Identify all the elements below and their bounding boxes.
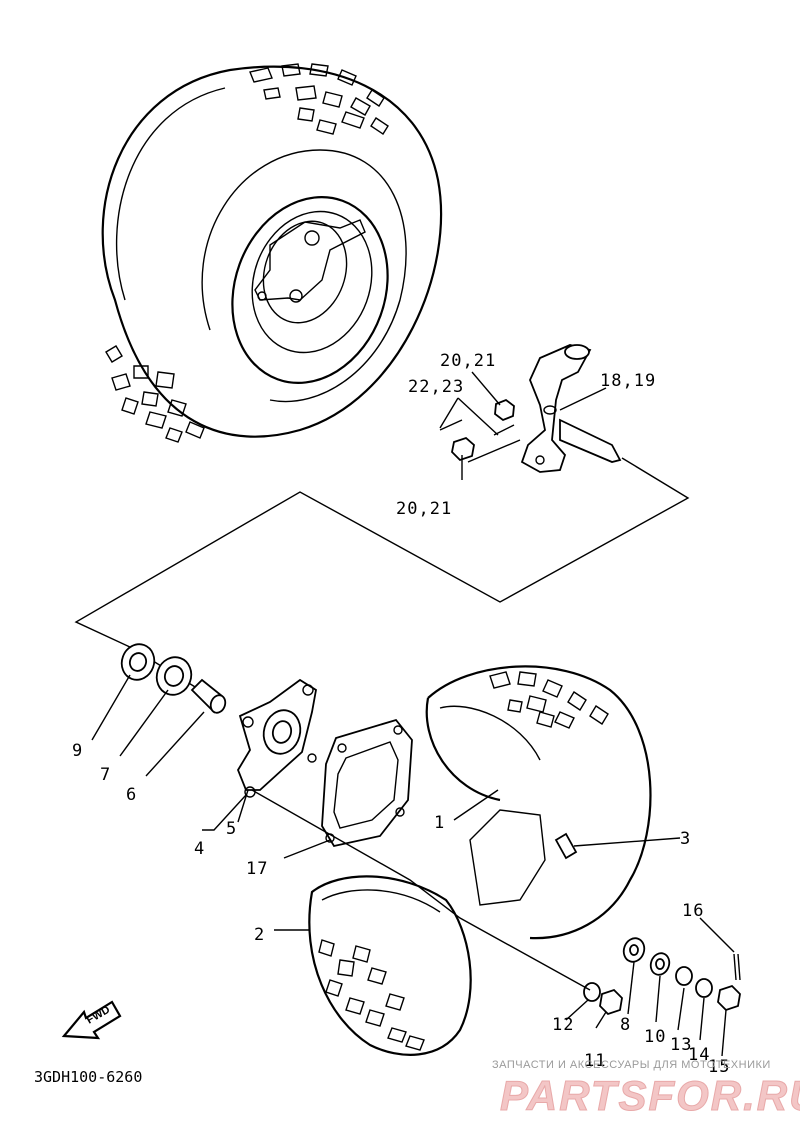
bearing-7 bbox=[155, 656, 193, 696]
valve-3 bbox=[554, 832, 578, 860]
oil-seal-9 bbox=[120, 643, 156, 681]
nut-15 bbox=[717, 984, 741, 1012]
tire-half-inner-2 bbox=[308, 875, 472, 1056]
watermark: ЗАПЧАСТИ И АКСЕССУАРЫ ДЛЯ МОТОТЕХНИКИ PA… bbox=[492, 1059, 800, 1120]
steering-knuckle bbox=[520, 344, 622, 473]
leader-lines-lower bbox=[91, 674, 735, 1057]
assembly-outline bbox=[74, 457, 690, 691]
upper-wheel-assembly bbox=[101, 63, 443, 443]
washer-14 bbox=[695, 978, 713, 998]
washer-10 bbox=[649, 952, 671, 976]
callout-17: 17 bbox=[246, 859, 268, 879]
callout-12: 12 bbox=[552, 1015, 574, 1035]
callout-2: 2 bbox=[254, 925, 265, 945]
callout-labels: 20,21 22,23 18,19 20,21 9 7 6 5 4 17 1 3… bbox=[72, 351, 730, 1077]
callout-13: 13 bbox=[670, 1035, 692, 1055]
nut-12 bbox=[583, 982, 601, 1002]
callout-3: 3 bbox=[680, 829, 691, 849]
cotter-pin-16 bbox=[733, 953, 741, 981]
callout-9: 9 bbox=[72, 741, 83, 761]
callout-14: 14 bbox=[688, 1045, 710, 1065]
callout-20-21-upper: 20,21 bbox=[440, 351, 496, 371]
callout-20-21-lower: 20,21 bbox=[396, 499, 452, 519]
spacer-6 bbox=[190, 678, 227, 714]
watermark-tagline: ЗАПЧАСТИ И АКСЕССУАРЫ ДЛЯ МОТОТЕХНИКИ bbox=[492, 1059, 771, 1071]
nut-11 bbox=[599, 988, 623, 1016]
watermark-brand: PARTSFOR.RU bbox=[500, 1072, 800, 1119]
fwd-arrow-icon: FWD bbox=[61, 1000, 122, 1040]
callout-6: 6 bbox=[126, 785, 137, 805]
callout-1: 1 bbox=[434, 813, 445, 833]
callout-7: 7 bbox=[100, 765, 111, 785]
spacer-13 bbox=[675, 966, 693, 986]
leader-lines-upper bbox=[439, 371, 607, 480]
callout-22-23: 22,23 bbox=[408, 377, 464, 397]
hub-5 bbox=[236, 678, 317, 798]
washer-8 bbox=[622, 937, 646, 963]
callout-10: 10 bbox=[644, 1027, 666, 1047]
callout-8: 8 bbox=[620, 1015, 631, 1035]
callout-18-19: 18,19 bbox=[600, 371, 656, 391]
callout-5: 5 bbox=[226, 819, 237, 839]
castle-nut-lower bbox=[451, 436, 475, 462]
callout-11: 11 bbox=[584, 1051, 606, 1071]
diagram-code: 3GDH100-6260 bbox=[34, 1068, 142, 1086]
tire-half-outer-1 bbox=[425, 665, 652, 940]
brake-disc-gasket-17 bbox=[321, 718, 413, 848]
callout-15: 15 bbox=[708, 1057, 730, 1077]
callout-16: 16 bbox=[682, 901, 704, 921]
callout-4: 4 bbox=[194, 839, 205, 859]
cotter-pins bbox=[439, 419, 515, 436]
